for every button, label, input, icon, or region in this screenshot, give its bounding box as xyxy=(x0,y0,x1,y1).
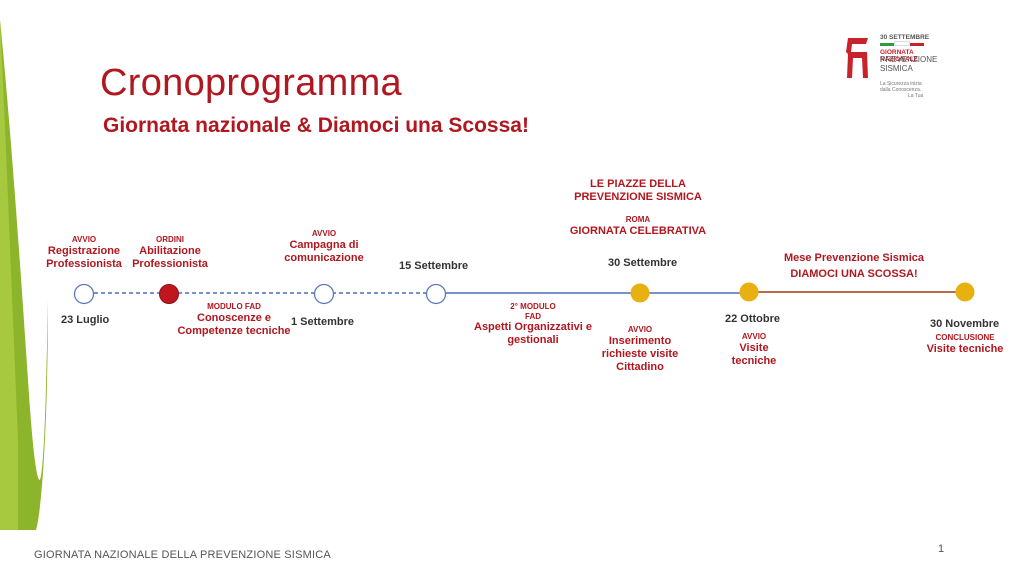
page-number: 1 xyxy=(938,543,945,555)
logo: 30 SETTEMBRE GIORNATA NAZIONALE PREVENZI… xyxy=(842,34,938,104)
logo-date: 30 SETTEMBRE GIORNATA NAZIONALE xyxy=(880,34,930,64)
chair-logo-icon xyxy=(846,38,868,78)
milestone-date-22-ottobre: 22 Ottobre xyxy=(725,313,781,325)
milestone-label-visite-conclusione: CONCLUSIONE Visite tecniche xyxy=(926,333,1004,355)
milestone-date-1-settembre: 1 Settembre xyxy=(291,316,354,328)
milestone-date-30-novembre: 30 Novembre xyxy=(930,318,1000,330)
footer-text: GIORNATA NAZIONALE DELLA PREVENZIONE SIS… xyxy=(34,549,331,561)
milestone-marker-ordini xyxy=(159,284,179,304)
period-label: Mese Prevenzione Sismica DIAMOCI UNA SCO… xyxy=(783,252,924,281)
milestone-marker-30-novembre xyxy=(955,282,975,302)
milestone-date-23-luglio: 23 Luglio xyxy=(61,314,110,326)
milestone-label-inserimento: AVVIO Inserimento richieste visite Citta… xyxy=(601,325,679,373)
milestone-marker-15-settembre xyxy=(425,283,447,305)
milestone-marker-30-settembre xyxy=(630,283,650,303)
milestone-marker-23-luglio xyxy=(73,283,95,305)
milestone-label-piazze: LE PIAZZE DELLA PREVENZIONE SISMICA xyxy=(574,178,702,204)
left-decoration xyxy=(0,20,48,530)
milestone-date-30-settembre: 30 Settembre xyxy=(608,257,678,269)
milestone-marker-1-settembre xyxy=(313,283,335,305)
milestone-label-campagna: AVVIO Campagna di comunicazione xyxy=(284,229,364,264)
milestone-label-modulo-fad-2: 2° MODULO FAD Aspetti Organizzativi e ge… xyxy=(474,302,592,347)
milestone-date-15-settembre: 15 Settembre xyxy=(399,260,469,272)
milestone-label-giornata-celebrativa: ROMA GIORNATA CELEBRATIVA xyxy=(569,215,707,237)
page-subtitle: Giornata nazionale & Diamoci una Scossa! xyxy=(103,114,529,137)
milestone-label-visite-avvio: AVVIO Visite tecniche xyxy=(731,332,777,367)
milestone-label-abilitazione: ORDINI Abilitazione Professionista xyxy=(132,235,208,270)
milestone-label-registrazione: AVVIO Registrazione Professionista xyxy=(46,235,122,270)
page-title: Cronoprogramma xyxy=(100,62,402,104)
milestone-label-modulo-fad-1: MODULO FAD Conoscenze e Competenze tecni… xyxy=(177,302,291,337)
milestone-marker-22-ottobre xyxy=(739,282,759,302)
